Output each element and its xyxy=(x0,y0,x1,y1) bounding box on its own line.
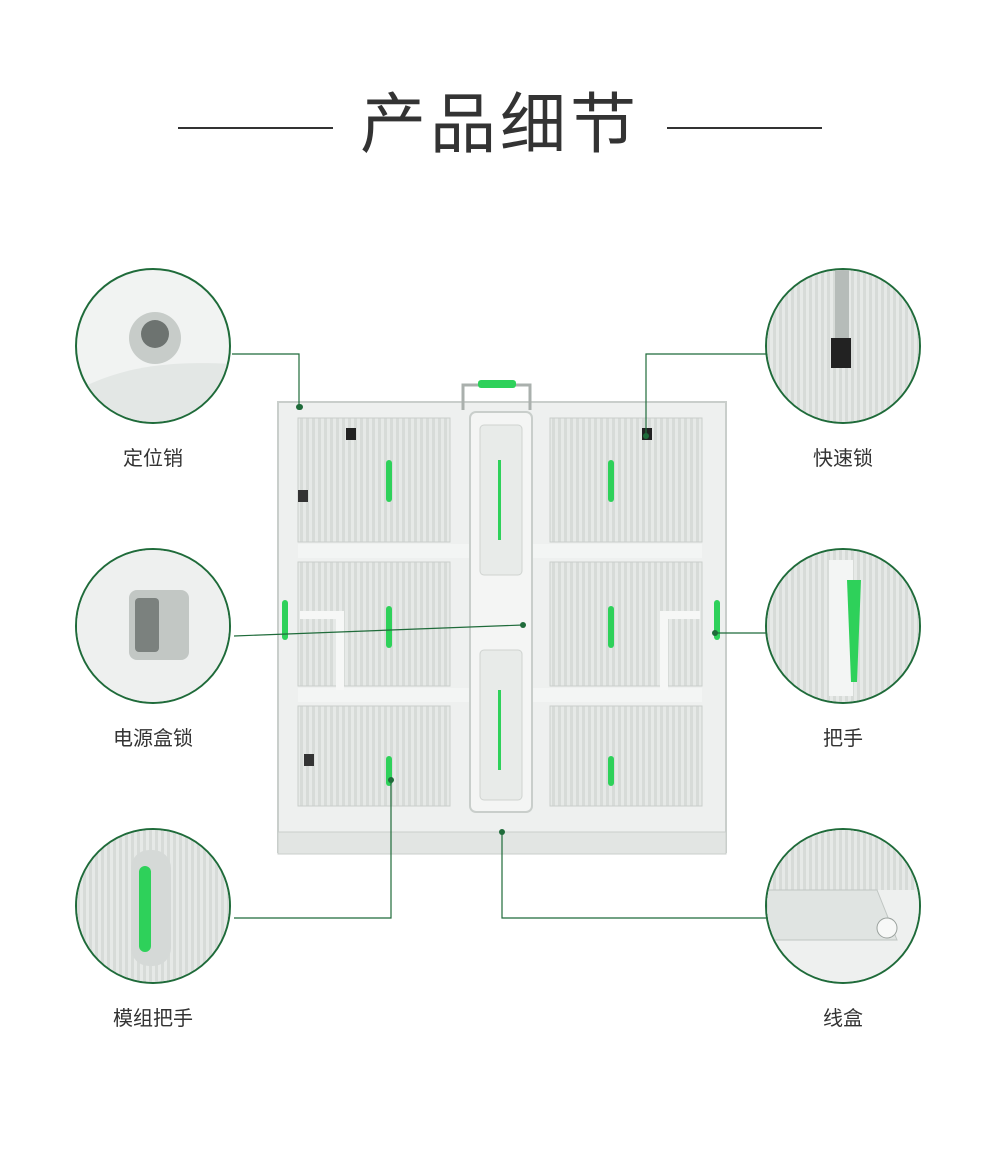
detail-power-box-lock-image xyxy=(75,548,231,704)
module-handles xyxy=(282,460,720,786)
detail-wire-box-image xyxy=(765,828,921,984)
detail-module-handle-image xyxy=(75,828,231,984)
detail-quick-lock-image xyxy=(765,268,921,424)
detail-handle-label: 把手 xyxy=(823,726,863,750)
page-title: 产品细节 xyxy=(360,86,640,163)
detail-quick-lock-label: 快速锁 xyxy=(813,446,873,470)
module-grid xyxy=(297,417,703,807)
detail-module-handle-label: 模组把手 xyxy=(113,1006,193,1030)
detail-locating-pin-label: 定位销 xyxy=(123,446,183,470)
detail-locating-pin-image xyxy=(75,268,231,424)
power-box xyxy=(469,411,533,813)
title-rule-left xyxy=(178,127,333,129)
detail-power-box-lock-label: 电源盒锁 xyxy=(113,726,193,750)
detail-handle-image xyxy=(765,548,921,704)
connector-lines xyxy=(232,353,766,919)
title-rule-right xyxy=(667,127,822,129)
detail-wire-box-label: 线盒 xyxy=(823,1006,863,1030)
